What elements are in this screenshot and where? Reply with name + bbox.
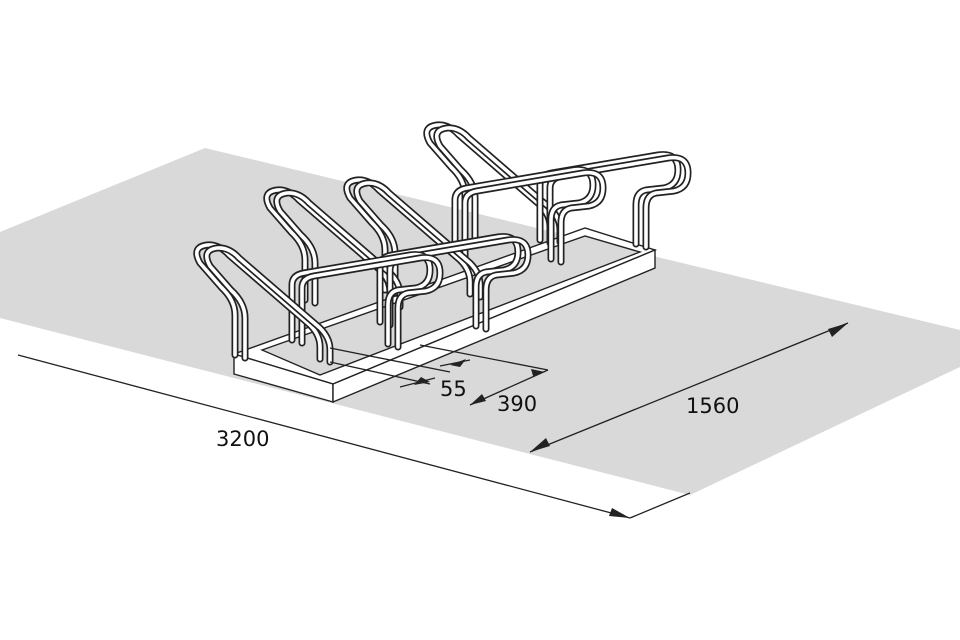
dimension-label-length: 3200 xyxy=(216,427,269,451)
low-hoop xyxy=(451,166,607,266)
dimension-label-width: 1560 xyxy=(686,394,739,418)
rack-hoops xyxy=(193,121,692,366)
tall-hoop xyxy=(193,241,334,366)
dimension-390: 390 xyxy=(419,344,549,416)
rack-base-frame xyxy=(231,227,658,404)
dimension-55: 55 xyxy=(329,347,471,401)
tall-hoop xyxy=(263,186,404,311)
low-hoop xyxy=(288,251,444,351)
tall-hoop xyxy=(343,176,484,301)
dimension-3200: 3200 xyxy=(17,354,691,519)
dimension-label-gap: 55 xyxy=(440,377,467,401)
tall-hoop xyxy=(423,121,564,246)
dimension-1560: 1560 xyxy=(529,322,849,453)
dimension-label-spacing: 390 xyxy=(497,392,537,416)
